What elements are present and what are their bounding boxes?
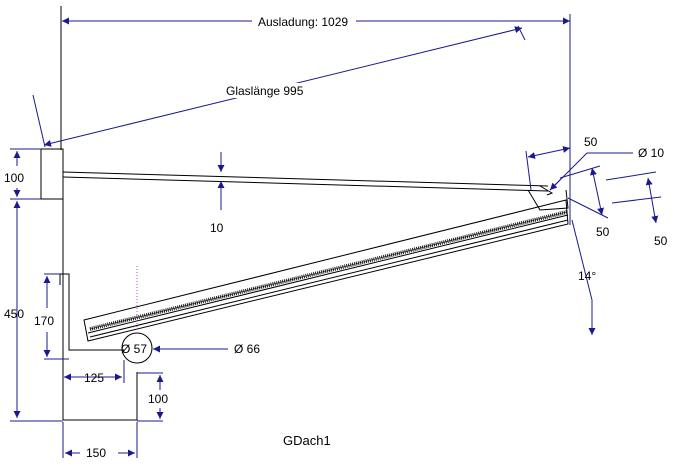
rod-top <box>62 171 549 187</box>
drawing-title: GDach1 <box>283 433 331 448</box>
dim-end-b-ext-2 <box>611 196 662 204</box>
label-end-a: 50 <box>596 225 610 239</box>
label-gutter-offset: 125 <box>84 371 104 385</box>
label-angle: 14° <box>578 269 596 283</box>
wall-beam <box>40 148 64 200</box>
label-gutter-top: 170 <box>34 314 54 328</box>
label-beam-height: 100 <box>4 171 24 185</box>
profile-line-2 <box>89 219 569 338</box>
label-end-b: 50 <box>654 234 668 248</box>
dim-end-b-line <box>645 177 659 224</box>
dim-rod-dia-leader <box>549 152 633 191</box>
dim-end-top-ext-left <box>525 150 532 191</box>
gutter-inner <box>60 273 124 351</box>
dim-glass-ext-left <box>32 94 46 148</box>
label-overhang: Ausladung: 1029 <box>258 15 348 29</box>
label-gutter-width: 150 <box>86 446 106 460</box>
dim-glass-ext-right <box>517 25 526 41</box>
label-rod-thickness: 10 <box>210 221 224 235</box>
rod-bottom <box>62 176 549 192</box>
glass-profile <box>83 199 569 342</box>
gutter-frame <box>63 372 138 421</box>
dim-angle-ext <box>571 219 593 301</box>
gutter-pipe <box>121 332 153 364</box>
label-end-top: 50 <box>584 135 598 149</box>
label-gutter-depth: 100 <box>148 392 168 406</box>
rod-hook <box>539 185 554 196</box>
label-rod-diameter: Ø 10 <box>638 146 664 160</box>
profile-line-1 <box>87 214 569 334</box>
dim-end-b-ext-1 <box>605 171 657 181</box>
dimensions <box>10 14 662 458</box>
dim-end-top-line <box>527 146 571 159</box>
label-pipe-outer: Ø 66 <box>234 342 260 356</box>
labels: Ausladung: 1029 Glaslänge 995 100 450 17… <box>4 14 668 460</box>
glass-hatch <box>89 210 568 331</box>
dim-rod-dia-arrow <box>549 179 561 191</box>
end-post <box>527 189 569 211</box>
dim-end-a-line <box>590 167 604 216</box>
label-glass-length: Glaslänge 995 <box>226 84 304 98</box>
label-pipe-inner: Ø 57 <box>121 342 147 356</box>
structure <box>40 6 569 421</box>
label-total-height: 450 <box>4 307 24 321</box>
